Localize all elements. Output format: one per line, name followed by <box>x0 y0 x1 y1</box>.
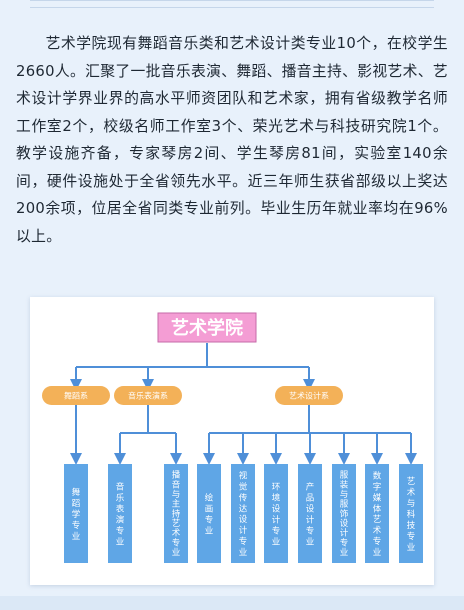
major-node: 艺术与科技专业 <box>399 464 423 563</box>
major-label: 播音与主持艺术专业 <box>172 470 181 558</box>
major-node: 服装与服饰设计专业 <box>332 464 356 563</box>
major-label: 数字媒体艺术专业 <box>373 471 382 558</box>
major-node: 播音与主持艺术专业 <box>164 464 188 563</box>
major-node: 绘画专业 <box>197 464 221 563</box>
major-node: 产品设计专业 <box>298 464 322 563</box>
org-chart: 艺术学院 舞蹈系 音乐表演系 艺术设计系 舞蹈学专业 音乐表演专业 播音与主持艺… <box>30 297 434 585</box>
major-label: 环境设计专业 <box>272 482 281 547</box>
department-node-design: 艺术设计系 <box>275 386 343 405</box>
top-divider <box>30 0 434 8</box>
major-label: 视觉传达设计专业 <box>239 471 248 558</box>
root-label: 艺术学院 <box>171 317 243 339</box>
major-label: 艺术与科技专业 <box>407 477 416 553</box>
major-node: 音乐表演专业 <box>108 464 132 563</box>
major-label: 服装与服饰设计专业 <box>340 471 349 558</box>
major-node: 舞蹈学专业 <box>64 464 88 563</box>
department-label-design: 艺术设计系 <box>289 391 329 401</box>
majors: 舞蹈学专业 音乐表演专业 播音与主持艺术专业 绘画专业 视觉传达设计专业 环境设… <box>64 464 423 563</box>
major-label: 音乐表演专业 <box>116 481 125 547</box>
major-node: 数字媒体艺术专业 <box>365 464 389 563</box>
bottom-bar <box>0 596 464 610</box>
department-label-dance: 舞蹈系 <box>64 391 88 401</box>
major-node: 视觉传达设计专业 <box>231 464 255 563</box>
connectors <box>70 343 417 465</box>
org-chart-svg: 艺术学院 舞蹈系 音乐表演系 艺术设计系 舞蹈学专业 音乐表演专业 播音与主持艺… <box>42 312 423 563</box>
department-label-music: 音乐表演系 <box>128 391 168 401</box>
major-label: 舞蹈学专业 <box>72 487 81 542</box>
major-label: 产品设计专业 <box>306 481 315 547</box>
root-node: 艺术学院 <box>157 312 257 343</box>
department-node-dance: 舞蹈系 <box>42 386 110 405</box>
major-label: 绘画专业 <box>205 492 214 536</box>
intro-paragraph: 艺术学院现有舞蹈音乐类和艺术设计类专业10个，在校学生2660人。汇聚了一批音乐… <box>16 35 448 245</box>
department-node-music: 音乐表演系 <box>114 386 182 405</box>
major-node: 环境设计专业 <box>264 464 288 563</box>
